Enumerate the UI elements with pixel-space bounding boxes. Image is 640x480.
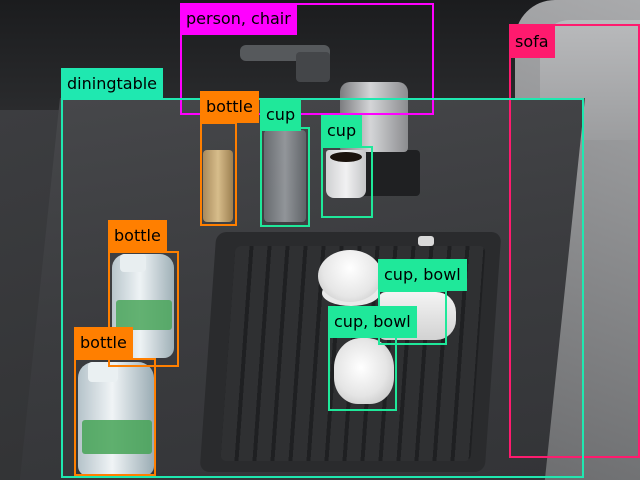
teacup bbox=[334, 338, 394, 404]
detection-label-sofa: sofa bbox=[509, 26, 555, 58]
detection-label-bottle-top: bottle bbox=[200, 91, 259, 123]
mug-coffee bbox=[330, 152, 362, 162]
detection-box-diningtable bbox=[61, 98, 584, 478]
wooden-cup bbox=[203, 150, 233, 222]
detection-box-sofa bbox=[509, 24, 640, 458]
detection-label-diningtable: diningtable bbox=[61, 68, 164, 100]
detection-label-person-chair: person, chair bbox=[180, 3, 297, 35]
kettle-light bbox=[418, 236, 434, 246]
detection-label-bottle-middle: bottle bbox=[108, 220, 167, 252]
detection-box-cup-bowl-center bbox=[328, 336, 397, 411]
detection-box-cup-jar bbox=[260, 127, 310, 227]
faucet-body bbox=[296, 52, 330, 82]
detection-box-bottle-top bbox=[200, 122, 237, 226]
detection-label-cup-bowl-center: cup, bowl bbox=[328, 306, 417, 338]
glass-jar bbox=[264, 130, 306, 222]
detection-label-bottle-bottom: bottle bbox=[74, 327, 133, 359]
water-bottle-2-label bbox=[82, 420, 152, 454]
detection-label-cup-bowl-right: cup, bowl bbox=[378, 259, 467, 291]
covered-bowl bbox=[318, 250, 382, 302]
water-bottle-2-cap bbox=[88, 362, 118, 382]
detection-box-cup-mug bbox=[321, 146, 373, 218]
water-bottle-1-label bbox=[116, 300, 172, 330]
detection-box-bottle-bottom bbox=[74, 358, 156, 476]
detection-label-cup-mug: cup bbox=[321, 115, 363, 147]
detection-box-person-chair bbox=[180, 3, 434, 115]
detection-box-bottle-middle bbox=[108, 251, 179, 367]
detection-label-cup-jar: cup bbox=[260, 99, 302, 131]
water-bottle-1-cap bbox=[120, 254, 146, 272]
